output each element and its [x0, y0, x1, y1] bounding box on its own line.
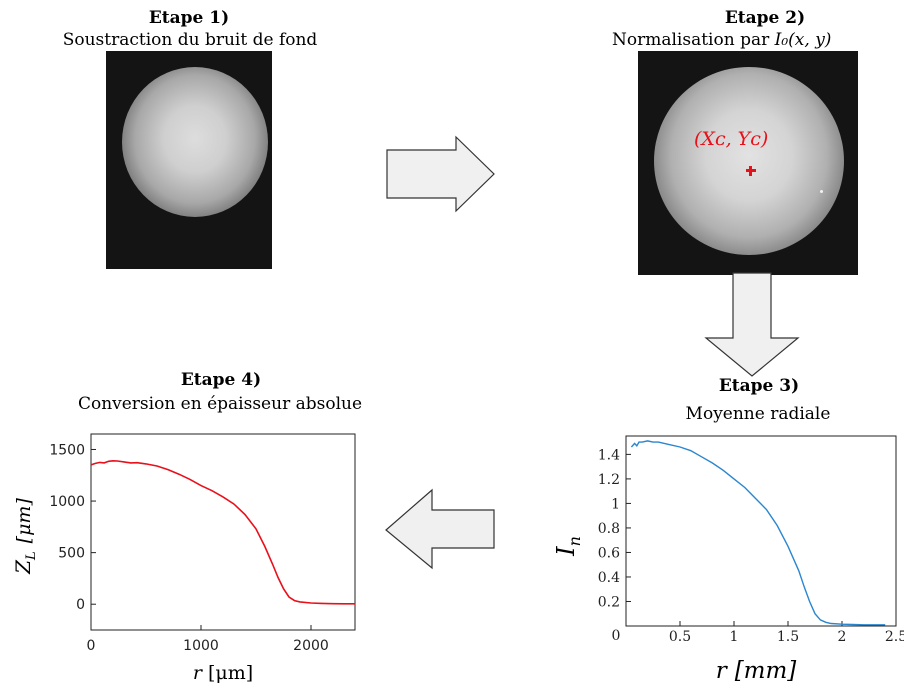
plot3-xlabel-unit: [mm] — [735, 658, 797, 684]
step1-title: Etape 1) — [148, 8, 230, 28]
step2-normalized-image — [638, 51, 858, 275]
plot3-xtick-label: 2 — [838, 629, 847, 645]
plot3-frame — [625, 435, 897, 627]
plot3-ytick-label: 1.4 — [598, 447, 620, 463]
intensity-series-line — [630, 440, 886, 626]
arrow-right — [386, 135, 495, 213]
plot4-ylabel-unit: [μm] — [13, 498, 35, 544]
plot4-ylabel-sub: L — [24, 551, 39, 561]
step4-title: Etape 4) — [180, 370, 262, 390]
plot3-ytick-label: 0.8 — [598, 521, 620, 537]
step1-subtitle: Soustraction du bruit de fond — [62, 30, 318, 50]
plot3-xtick-label: 0.5 — [669, 629, 691, 645]
plot4-ylabel-var: Z — [11, 559, 35, 575]
plot3-xtick-label: 1 — [730, 629, 739, 645]
plot4-ytick-label: 1000 — [49, 494, 85, 510]
plot3-xlabel-var: r — [716, 658, 729, 684]
step1-droplet-image — [106, 51, 272, 269]
step2-title: Etape 2) — [724, 8, 806, 28]
step3-title: Etape 3) — [718, 376, 800, 396]
step2-droplet-blob — [654, 67, 844, 255]
plot3-ytick-label: 0.2 — [598, 594, 620, 610]
plot4-xlabel-var: r — [193, 662, 204, 684]
plot3-xlabel: r[mm] — [716, 658, 797, 684]
plot3-ytick-label: 1.2 — [598, 472, 620, 488]
step1-droplet-blob — [122, 67, 268, 217]
thickness-series-line — [90, 459, 355, 605]
step2-subtitle-text: Normalisation par — [612, 30, 775, 50]
plot3-origin-label: 0 — [612, 628, 621, 644]
plot4-ytick-label: 0 — [76, 597, 85, 613]
plot4-xtick-label: 2000 — [293, 638, 329, 654]
plot4-ytick-label: 500 — [58, 546, 85, 562]
step4-subtitle: Conversion en épaisseur absolue — [77, 394, 363, 414]
plot3-ytick-label: 0.6 — [598, 545, 620, 561]
step3-subtitle: Moyenne radiale — [685, 404, 831, 424]
plot3-ylabel-var: I — [552, 546, 580, 557]
plot3-xtick-label: 2.5 — [885, 629, 904, 645]
arrow-left — [385, 488, 495, 570]
plot4-xtick-label: 0 — [87, 638, 96, 654]
step2-subtitle: Normalisation par I₀(x, y) — [612, 30, 904, 50]
plot3-ytick-label: 0.4 — [598, 570, 620, 586]
step2-subtitle-math: I₀(x, y) — [774, 30, 832, 50]
plot4-xlabel-unit: [μm] — [208, 662, 253, 684]
plot3-xtick-label: 1.5 — [777, 629, 799, 645]
plot3-ylabel: In — [552, 536, 584, 557]
plot4-ylabel: ZL [μm] — [11, 498, 39, 575]
centroid-marker — [746, 166, 756, 176]
plot4-xtick-label: 1000 — [183, 638, 219, 654]
plot4-frame — [90, 433, 356, 631]
plot3-ytick-label: 1 — [611, 496, 620, 512]
plot4-xlabel: r[μm] — [193, 662, 253, 684]
step2-bright-spot — [820, 190, 823, 193]
centroid-label: (Xᴄ, Yᴄ) — [694, 128, 769, 150]
arrow-down — [704, 272, 800, 377]
step3-intensity-chart: 0.2 0.4 0.6 0.8 1 1.2 1.4 0.5 1 1.5 2 2.5 0 In r[m… — [552, 435, 904, 684]
plot3-ylabel-sub: n — [565, 536, 584, 546]
plot4-ytick-label: 1500 — [49, 442, 85, 458]
